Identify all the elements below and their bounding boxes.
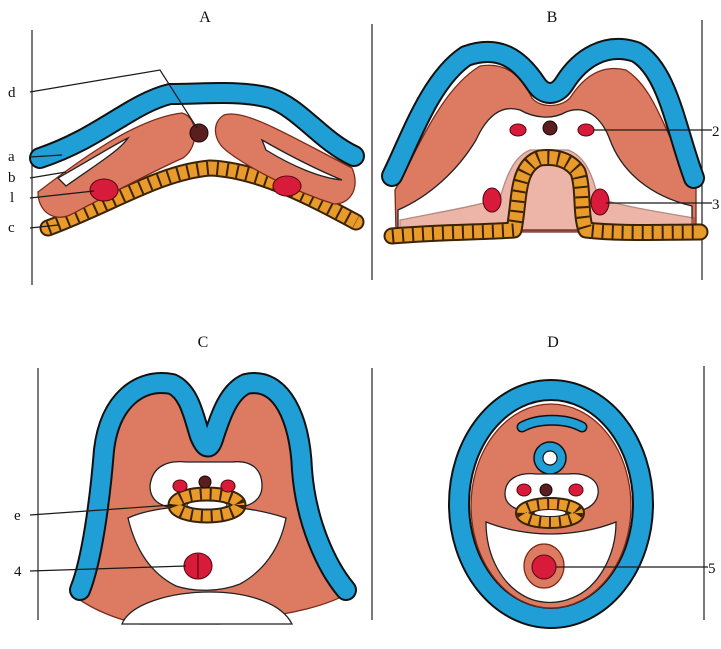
panel-c-gut-lumen xyxy=(187,501,227,509)
panel-b-vessel-left xyxy=(483,188,501,212)
panel-d-title: D xyxy=(547,334,559,351)
label-l: l xyxy=(10,190,14,206)
panel-b-notochord xyxy=(543,121,557,135)
panel-d: D 5 xyxy=(372,334,716,620)
panel-c-title: C xyxy=(198,334,209,351)
panel-b: B 2 3 xyxy=(372,9,720,280)
panel-c-aorta-right xyxy=(221,480,235,492)
panel-a: A d a b l c xyxy=(8,9,356,285)
panel-d-gut-lumen xyxy=(534,510,566,517)
panel-a-vessel-right xyxy=(273,176,301,196)
label-e: e xyxy=(14,508,21,524)
panel-a-title: A xyxy=(199,9,211,26)
panel-d-neural-canal xyxy=(543,451,557,465)
panel-c: C e 4 xyxy=(14,334,350,624)
label-3: 3 xyxy=(712,197,720,213)
label-c: c xyxy=(8,220,15,236)
panel-c-notochord xyxy=(199,476,211,488)
panel-b-title: B xyxy=(547,9,558,26)
panel-b-aorta-left xyxy=(510,124,526,136)
label-4: 4 xyxy=(14,564,22,580)
panel-d-aorta-right xyxy=(569,484,583,496)
panel-a-notochord xyxy=(190,124,208,142)
label-d: d xyxy=(8,85,16,101)
panel-a-vessel-left xyxy=(90,179,118,201)
panel-b-aorta-right xyxy=(578,124,594,136)
panel-d-heart xyxy=(532,555,556,579)
label-a: a xyxy=(8,149,15,165)
panel-d-notochord xyxy=(540,484,552,496)
label-b: b xyxy=(8,170,16,186)
label-2: 2 xyxy=(712,124,720,140)
panel-c-aorta-left xyxy=(173,480,187,492)
label-5: 5 xyxy=(708,561,716,577)
panel-b-vessel-right xyxy=(591,189,609,215)
panel-d-aorta-left xyxy=(517,484,531,496)
